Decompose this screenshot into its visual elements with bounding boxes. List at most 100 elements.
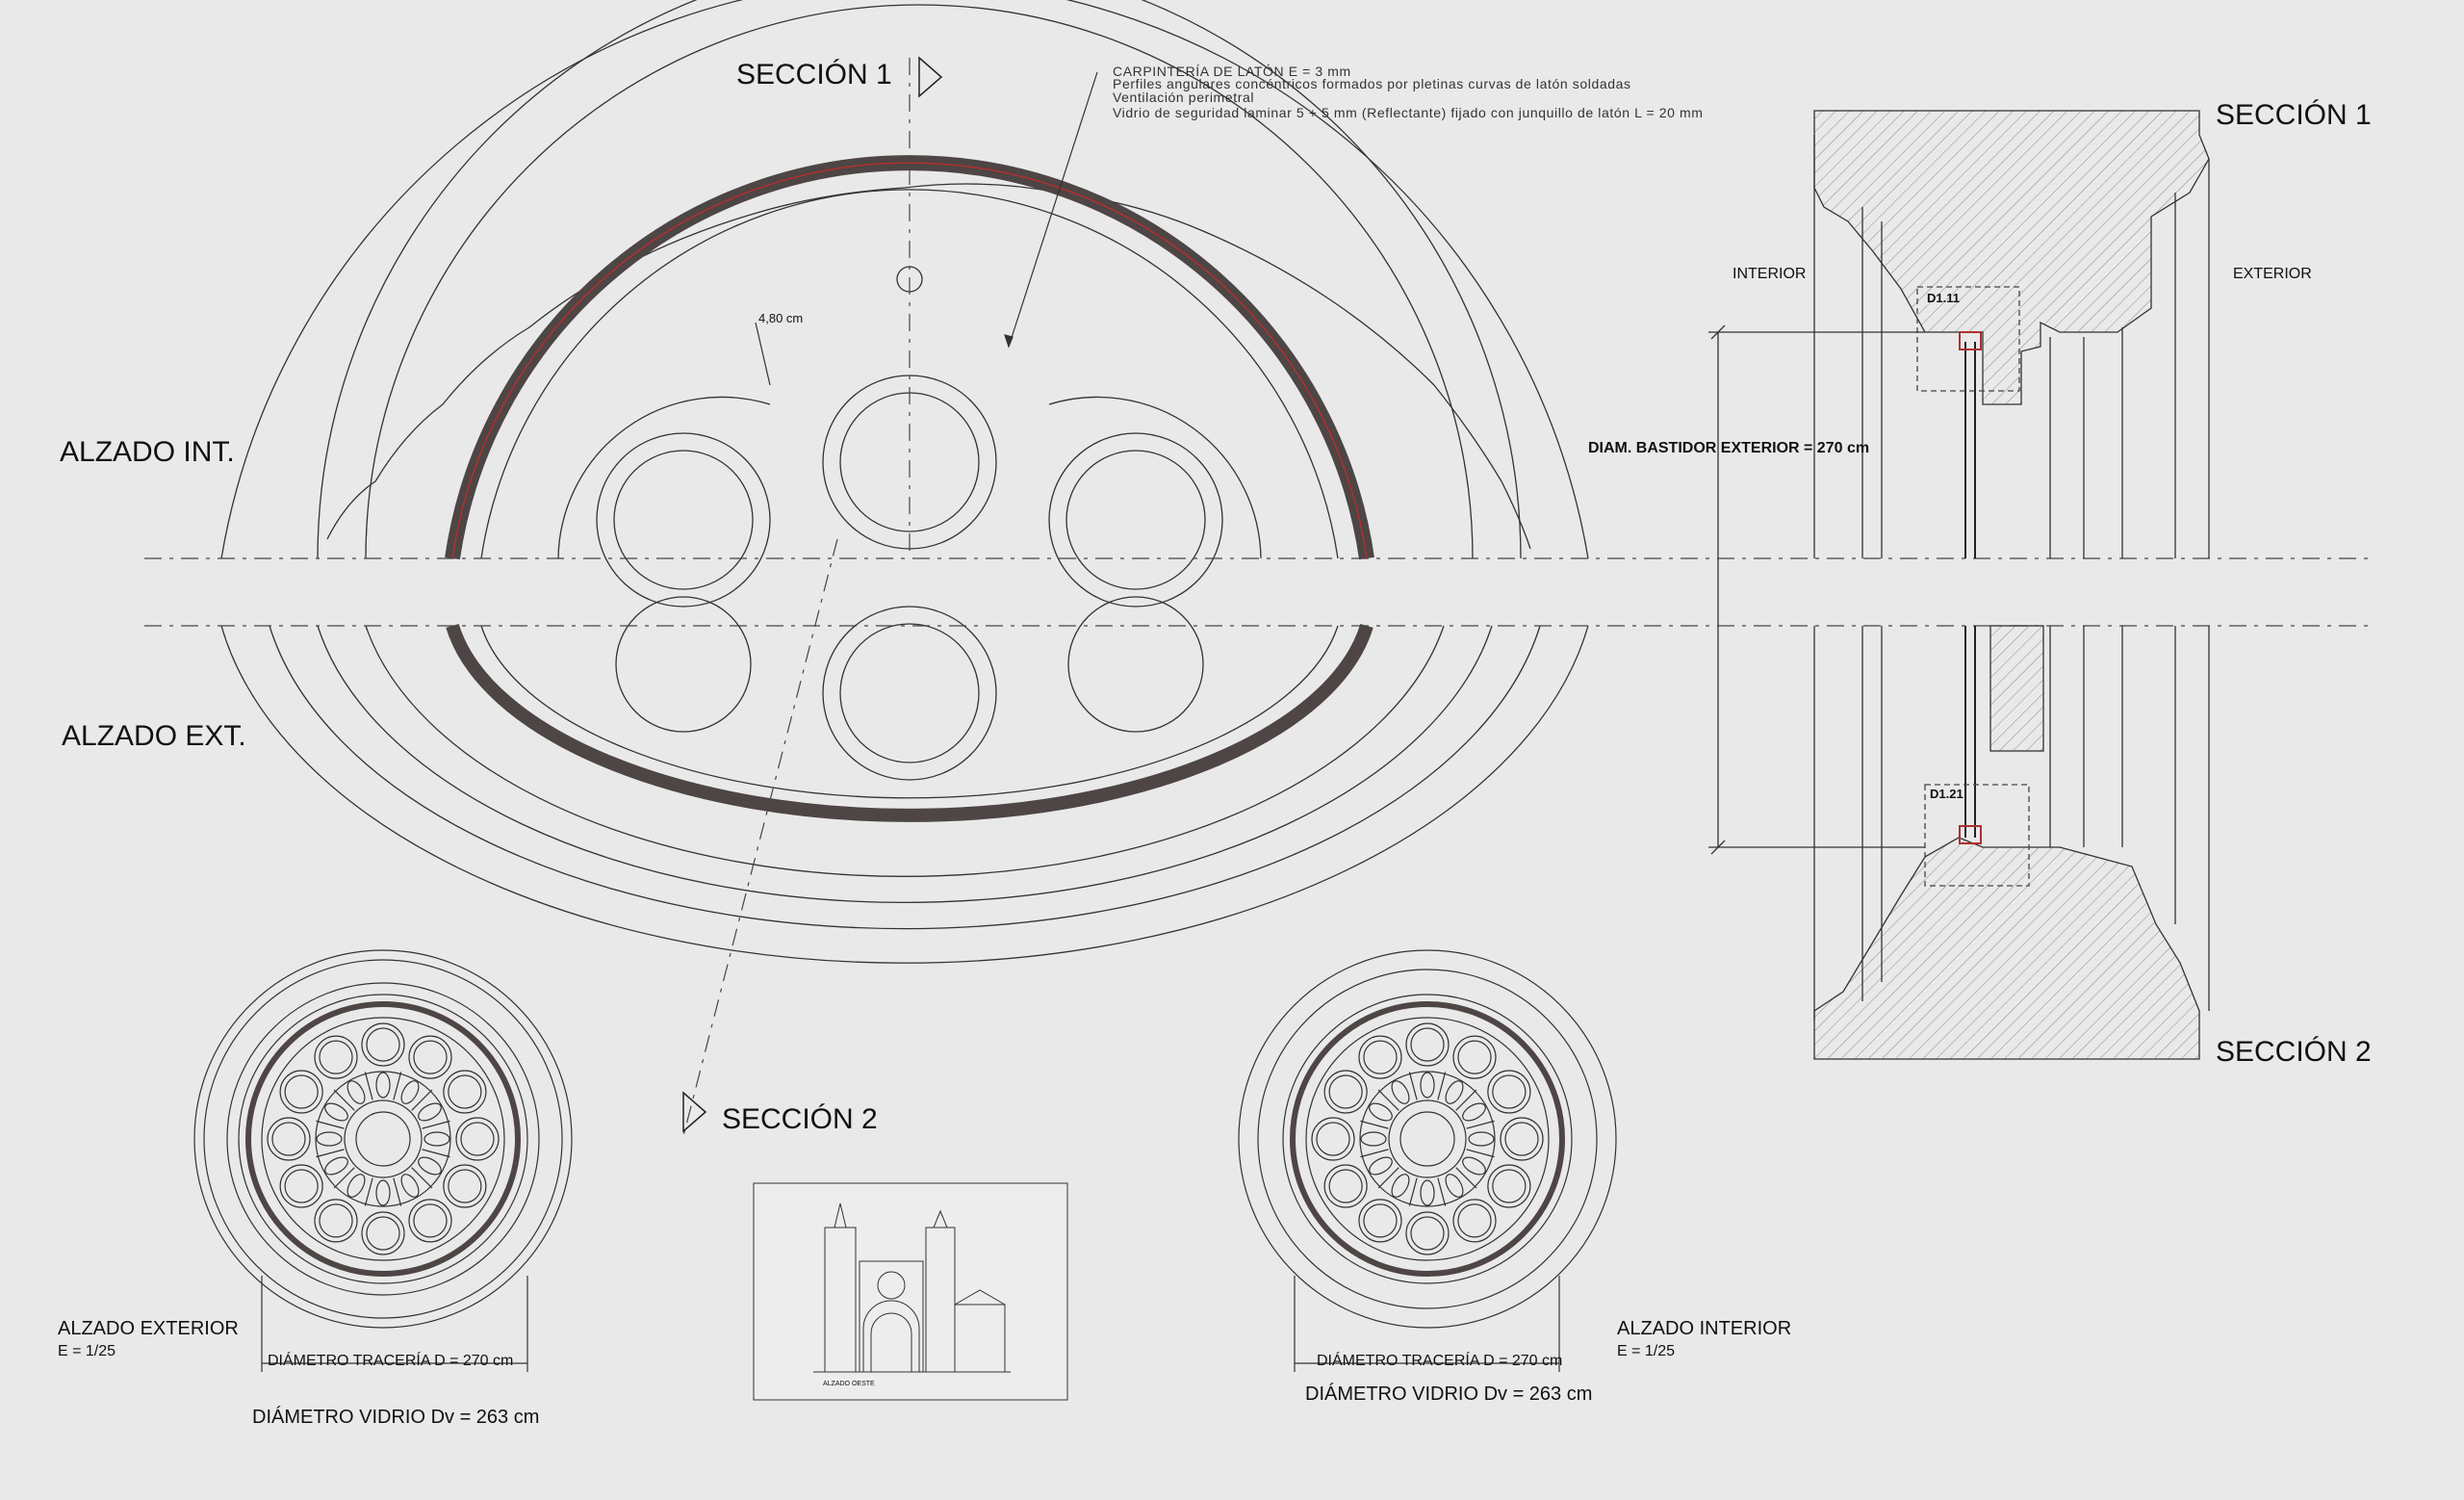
seccion1-top-label: SECCIÓN 1 [736, 59, 892, 91]
rosette-circle-inner [284, 1074, 319, 1109]
rosette-petal [1462, 1102, 1486, 1122]
rosette-petal [1445, 1080, 1464, 1104]
rosette-spoke [1408, 1072, 1418, 1100]
rosette-circle [1323, 1164, 1368, 1208]
diam-traceria-right-label: DIÁMETRO TRACERÍA D = 270 cm [1317, 1353, 1563, 1369]
rosette-circle-inner [413, 1203, 448, 1238]
rosette-circle-inner [1328, 1169, 1363, 1203]
rosette-circle [279, 1164, 323, 1208]
section-detail [1708, 110, 2210, 1060]
note-line: CARPINTERÍA DE LATÓN E = 3 mm [1113, 64, 1351, 79]
rosette-spoke [316, 1120, 345, 1129]
rosette-spoke [1360, 1149, 1389, 1158]
alzado-int-label: ALZADO INT. [60, 436, 235, 468]
rosette-circle [408, 1199, 452, 1243]
rosette-circle [361, 1211, 405, 1255]
rosette-petal [1468, 1131, 1495, 1147]
rosette-petal [1360, 1131, 1387, 1147]
rosette-circle [1311, 1117, 1355, 1161]
rosette-petal [375, 1072, 391, 1099]
alzado-interior-label: ALZADO INTERIOR [1617, 1318, 1792, 1339]
rosette-petal [424, 1131, 450, 1147]
note-line: Ventilación perimetral [1113, 90, 1255, 105]
rosette-spoke [1377, 1089, 1399, 1111]
rosette-circle-inner [1363, 1203, 1398, 1238]
diam-vidrio-left-label: DIÁMETRO VIDRIO Dv = 263 cm [252, 1407, 540, 1428]
rose-window-interior [1238, 949, 1617, 1329]
rosette-petal [400, 1174, 420, 1198]
rosette-circle-inner [1492, 1074, 1527, 1109]
rosette-circle-inner [1316, 1122, 1350, 1156]
centerlines [144, 58, 2368, 1137]
rosette-petal [418, 1156, 442, 1176]
rosette-circle-inner [1457, 1203, 1492, 1238]
rosette-circle-inner [319, 1203, 353, 1238]
alzado-ext-label: ALZADO EXT. [62, 720, 246, 752]
rosette-spoke [333, 1167, 355, 1189]
rosette-circle-inner [1410, 1027, 1445, 1062]
rosette-circle [1487, 1070, 1531, 1114]
rosette-petal [1369, 1102, 1393, 1122]
rosette-circle-inner [1492, 1169, 1527, 1203]
rosette-spoke [364, 1177, 373, 1206]
rose-window-exterior [193, 949, 573, 1329]
rosette-spoke [1377, 1167, 1399, 1189]
rosette-spoke [1466, 1120, 1495, 1129]
rosette-spoke [1437, 1177, 1447, 1206]
rosette-spoke [1360, 1120, 1389, 1129]
rosette-circle [267, 1117, 311, 1161]
interior-label: INTERIOR [1732, 266, 1807, 282]
rosette-petal [1420, 1072, 1435, 1099]
church-facade-thumbnail [753, 1182, 1068, 1401]
section-markers [682, 56, 943, 1133]
rosette-spoke [1466, 1149, 1495, 1158]
rosette-circle-inner [284, 1169, 319, 1203]
rosette-circle-inner [448, 1169, 482, 1203]
rosette-circle [1358, 1035, 1402, 1079]
rosette-circle-inner [366, 1027, 400, 1062]
alzado-exterior-label: ALZADO EXTERIOR [58, 1318, 239, 1339]
rosette-spoke [316, 1149, 345, 1158]
rosette-spoke [422, 1149, 450, 1158]
rosette-circle [1405, 1211, 1450, 1255]
rosette-circle [314, 1035, 358, 1079]
rosette-circle-inner [448, 1074, 482, 1109]
alzado-interior-half [220, 0, 1589, 608]
rosette-spoke [1455, 1167, 1477, 1189]
rosette-circle [408, 1035, 452, 1079]
rosette-petal [400, 1080, 420, 1104]
rosette-circle [455, 1117, 500, 1161]
rosette-petal [375, 1179, 391, 1206]
rosette-circle [1452, 1035, 1497, 1079]
rosette-petal [324, 1156, 348, 1176]
rosette-spoke [411, 1089, 433, 1111]
rosette-spoke [1408, 1177, 1418, 1206]
rosette-circle [1500, 1117, 1544, 1161]
rosette-circle-inner [413, 1040, 448, 1074]
rosette-circle-inner [1504, 1122, 1539, 1156]
note-line: Perfiles angulares concéntricos formados… [1113, 76, 1631, 91]
rosette-spoke [364, 1072, 373, 1100]
rosette-spoke [393, 1072, 402, 1100]
rosette-spoke [422, 1120, 450, 1129]
rosette-circle-inner [1363, 1040, 1398, 1074]
rosette-circle [443, 1070, 487, 1114]
rosette-circle-inner [460, 1122, 495, 1156]
rosette-petal [346, 1080, 366, 1104]
note-line: Vidrio de seguridad laminar 5 + 5 mm (Re… [1113, 105, 1704, 120]
note-leader [755, 71, 1098, 386]
detail-d121-label: D1.21 [1930, 787, 1964, 801]
rosette-circle-inner [1410, 1216, 1445, 1251]
rosette-circle-inner [271, 1122, 306, 1156]
rosette-petal [316, 1131, 343, 1147]
diam-bastidor-label: DIAM. BASTIDOR EXTERIOR = 270 cm [1588, 440, 1870, 456]
rosette-petal [1462, 1156, 1486, 1176]
rosette-circle [279, 1070, 323, 1114]
rosette-circle [443, 1164, 487, 1208]
rosette-petal [346, 1174, 366, 1198]
alzado-oeste-label: ALZADO OESTE [823, 1381, 875, 1387]
alzado-exterior-half [220, 596, 1589, 964]
rosette-circle-inner [366, 1216, 400, 1251]
rosette-circle [1487, 1164, 1531, 1208]
